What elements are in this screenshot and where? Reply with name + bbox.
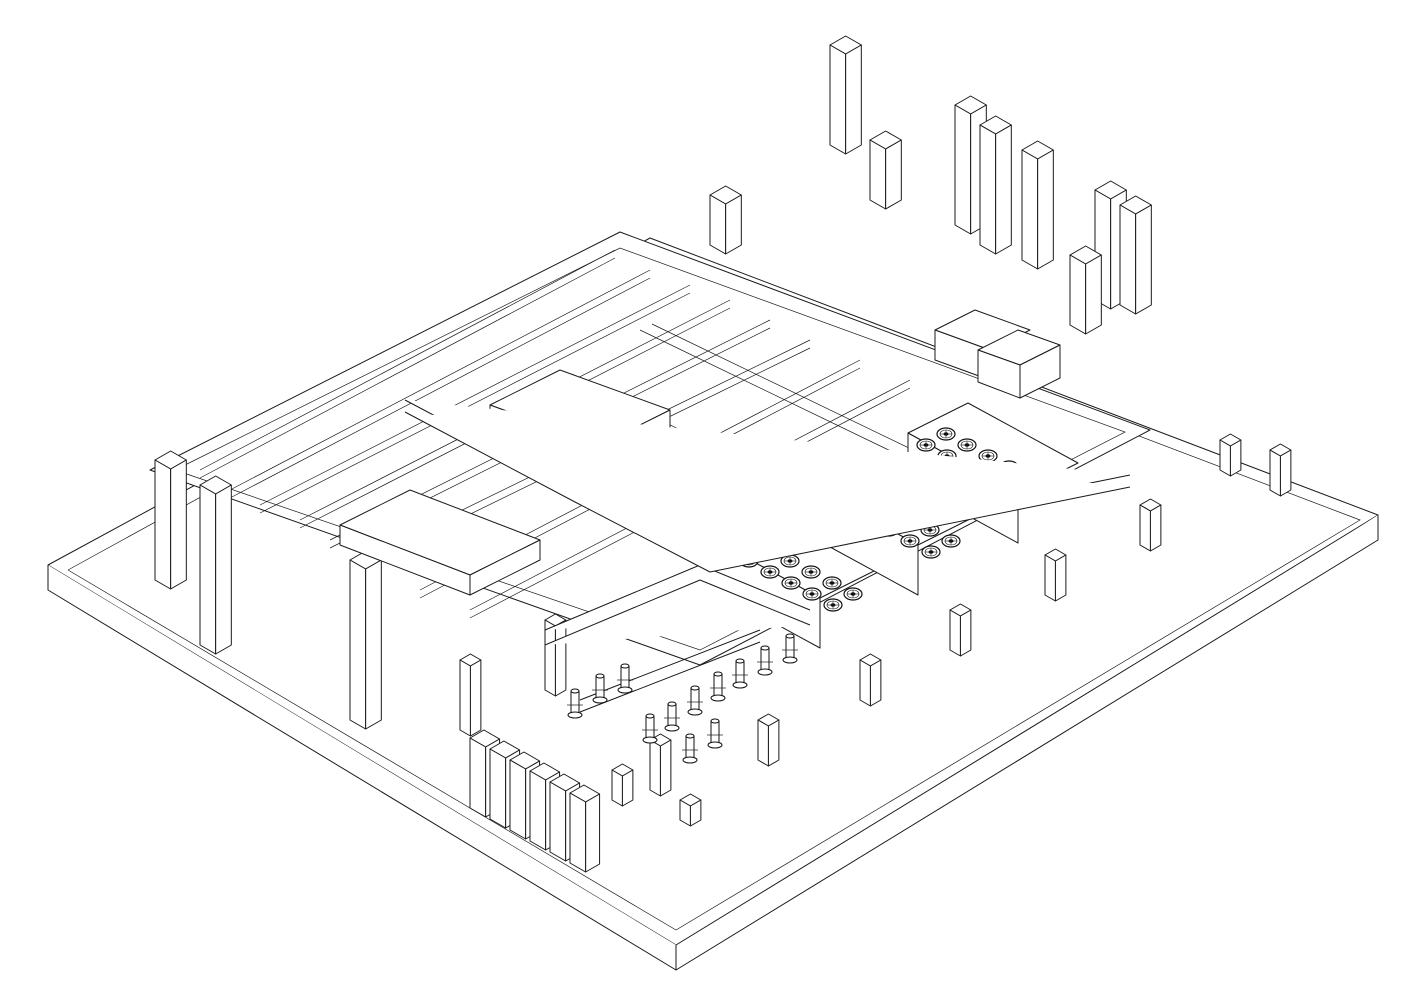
pump-icon [592,673,608,704]
pump-icon [782,633,798,664]
duct-line [229,277,651,499]
exhaust-stack [349,550,382,730]
support-column [1269,443,1292,497]
exhaust-stack [709,185,742,255]
support-column [1219,433,1242,477]
support-column [859,653,882,707]
pump-icon [617,663,633,694]
fan-icon [843,587,863,601]
support-column [611,763,634,807]
duct-line [229,269,651,491]
exhaust-stacks [154,35,1152,730]
duct-line [259,292,691,514]
pump-icon [687,685,703,716]
support-column [949,603,972,657]
fan-icon [801,565,821,579]
exhaust-stack [199,475,232,655]
support-column [649,733,672,797]
pump-icon [642,713,658,744]
electrical-cabinets [469,729,601,873]
duct-line [199,249,616,471]
duct-line [259,284,691,506]
duct-line [651,323,943,465]
fan-icon [780,554,800,568]
fan-icon [822,576,842,590]
exhaust-stack [1119,195,1152,315]
pump-icon [682,733,698,764]
fan-icon [957,438,977,452]
support-column [757,713,780,767]
support-column [1139,498,1162,552]
fan-icon [823,598,843,612]
pump-icon [707,718,723,749]
pump-icon [732,658,748,689]
pump-icon [757,645,773,676]
pump-icon [567,688,583,719]
fan-icon [781,576,801,590]
fan-icon [921,545,941,559]
pump-icon [664,701,680,732]
main-pipe [404,399,1131,573]
duct-line [639,329,931,471]
fan-icon [900,534,920,548]
exhaust-stack [1069,245,1102,335]
exhaust-stack [1021,140,1054,270]
electrical-cabinet [569,784,601,873]
fan-icon [802,587,822,601]
fan-icon [760,565,780,579]
pump-manifold [544,564,811,764]
support-column [1044,548,1067,602]
duct-line [199,257,616,479]
exhaust-stack [979,115,1012,255]
fan-icon [978,449,998,463]
exhaust-stack [829,35,862,155]
support-column [459,653,482,737]
exhaust-stack [869,130,902,210]
support-column [679,793,702,827]
fan-icon [916,438,936,452]
fan-icon [936,427,956,441]
exhaust-stack [154,450,187,590]
fan-icon [941,534,961,548]
pump-icon [710,671,726,702]
